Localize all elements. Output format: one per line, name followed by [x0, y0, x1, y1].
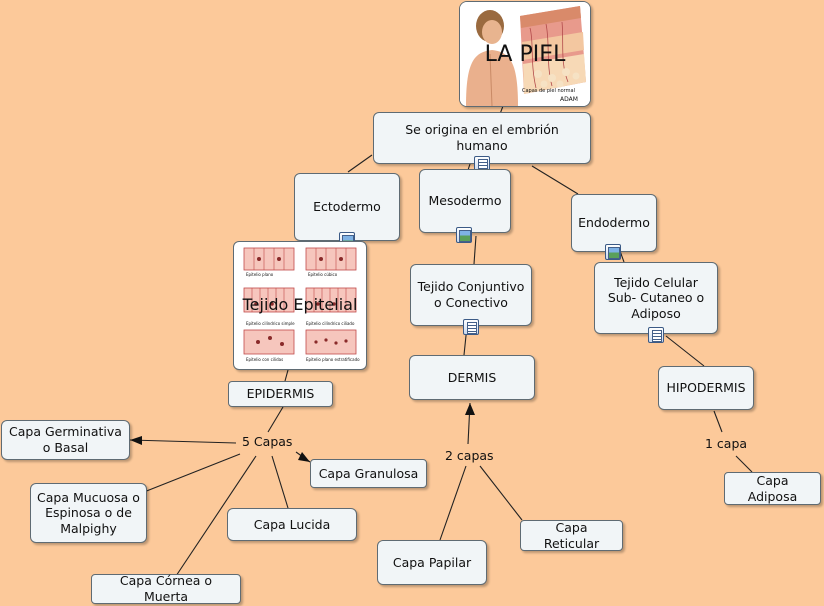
node-tejido-epitelial-label: Tejido Epitelial [242, 295, 358, 314]
image-caption: Capas de piel normal [522, 88, 575, 94]
node-tejido-conjuntivo[interactable]: Tejido Conjuntivo o Conectivo [410, 264, 532, 326]
node-capa-adiposa[interactable]: Capa Adiposa [724, 472, 821, 505]
node-capa-mucuosa-label: Capa Mucuosa o Espinosa o de Malpighy [37, 489, 140, 536]
node-tejido-epitelial[interactable]: Epitelio plano Epitelio cúbico Epitelio … [233, 241, 367, 370]
link-1capa-adiposa [735, 455, 753, 473]
epi-caption-6: Epitelio plano estratificado [306, 357, 360, 362]
node-tejido-conjuntivo-label: Tejido Conjuntivo o Conectivo [417, 279, 525, 310]
link-hipodermis-1capa [713, 410, 723, 433]
node-capa-germinativa[interactable]: Capa Germinativa o Basal [1, 420, 130, 460]
node-capa-adiposa-label: Capa Adiposa [747, 472, 798, 504]
node-tejido-celular-label: Tejido Celular Sub- Cutaneo o Adiposo [607, 274, 705, 321]
node-mesodermo[interactable]: Mesodermo [419, 169, 511, 233]
node-tejido-celular[interactable]: Tejido Celular Sub- Cutaneo o Adiposo [594, 262, 718, 334]
node-capa-lucida-label: Capa Lucida [253, 516, 331, 532]
link-5capas-cornea [175, 455, 257, 577]
node-capa-lucida[interactable]: Capa Lucida [227, 508, 357, 541]
node-capa-granulosa-label: Capa Granulosa [318, 465, 419, 481]
node-capa-cornea-label: Capa Córnea o Muerta [119, 573, 213, 604]
node-hipodermis-label: HIPODERMIS [666, 380, 746, 396]
root-title: LA PIEL [484, 42, 566, 67]
link-5capas-mucuosa [143, 453, 241, 493]
link-origen-endodermo [531, 165, 579, 195]
node-hipodermis[interactable]: HIPODERMIS [658, 366, 754, 410]
node-dermis[interactable]: DERMIS [409, 355, 535, 400]
document-icon[interactable] [463, 319, 479, 335]
node-ectodermo-label: Ectodermo [313, 199, 381, 215]
node-capa-mucuosa[interactable]: Capa Mucuosa o Espinosa o de Malpighy [30, 483, 147, 543]
epi-caption-5: Epitelio con cilidas [246, 357, 284, 362]
link-2capas-papilar [439, 465, 467, 541]
epi-caption-1: Epitelio plano [246, 272, 274, 277]
node-ectodermo[interactable]: Ectodermo [294, 173, 400, 241]
node-epidermis-label: EPIDERMIS [246, 386, 315, 402]
node-mesodermo-label: Mesodermo [428, 193, 502, 209]
link-5capas-germinativa [129, 439, 237, 444]
link-2capas-reticular [479, 465, 523, 521]
node-capa-reticular-label: Capa Reticular [543, 519, 600, 551]
link-mesodermo-conjuntivo [473, 235, 477, 265]
link-epidermis-5capas [267, 406, 284, 433]
image-brand: ADAM [560, 96, 578, 103]
node-capa-papilar[interactable]: Capa Papilar [377, 540, 487, 585]
arrow-to-dermis [465, 403, 475, 415]
epi-caption-4: Epitelio cilíndrico ciliado [306, 321, 355, 326]
link-label-2-capas: 2 capas [443, 448, 496, 463]
node-origen-label: Se origina en el embrión humano [405, 122, 559, 153]
node-capa-reticular[interactable]: Capa Reticular [520, 520, 623, 551]
link-epitelial-epidermis [284, 369, 289, 382]
link-celular-hipodermis [665, 335, 705, 367]
node-capa-papilar-label: Capa Papilar [392, 554, 472, 570]
arrow-to-germinativa [130, 436, 142, 445]
link-label-5-capas: 5 Capas [240, 434, 295, 449]
image-icon[interactable] [605, 244, 621, 260]
node-endodermo[interactable]: Endodermo [571, 194, 657, 252]
node-endodermo-label: Endodermo [578, 215, 650, 231]
node-capa-cornea[interactable]: Capa Córnea o Muerta [91, 573, 241, 604]
epi-caption-3: Epitelio cilíndrico simple [246, 321, 295, 326]
image-icon[interactable] [456, 227, 472, 243]
node-capa-granulosa[interactable]: Capa Granulosa [310, 459, 427, 488]
node-epidermis[interactable]: EPIDERMIS [228, 381, 333, 407]
node-dermis-label: DERMIS [447, 369, 497, 385]
arrow-to-granulosa [298, 452, 310, 462]
link-label-1-capa: 1 capa [703, 436, 750, 451]
root-node-la-piel[interactable]: LA PIEL Capas de piel normal ADAM [459, 1, 591, 107]
link-origen-ectodermo [347, 154, 373, 173]
skin-illustration [460, 2, 590, 106]
node-capa-germinativa-label: Capa Germinativa o Basal [9, 424, 122, 455]
epi-caption-2: Epitelio cúbico [308, 272, 338, 277]
epithelium-illustration [243, 247, 357, 355]
node-origen[interactable]: Se origina en el embrión humano [373, 112, 591, 164]
document-icon[interactable] [648, 327, 664, 343]
link-5capas-lucida [271, 455, 289, 509]
